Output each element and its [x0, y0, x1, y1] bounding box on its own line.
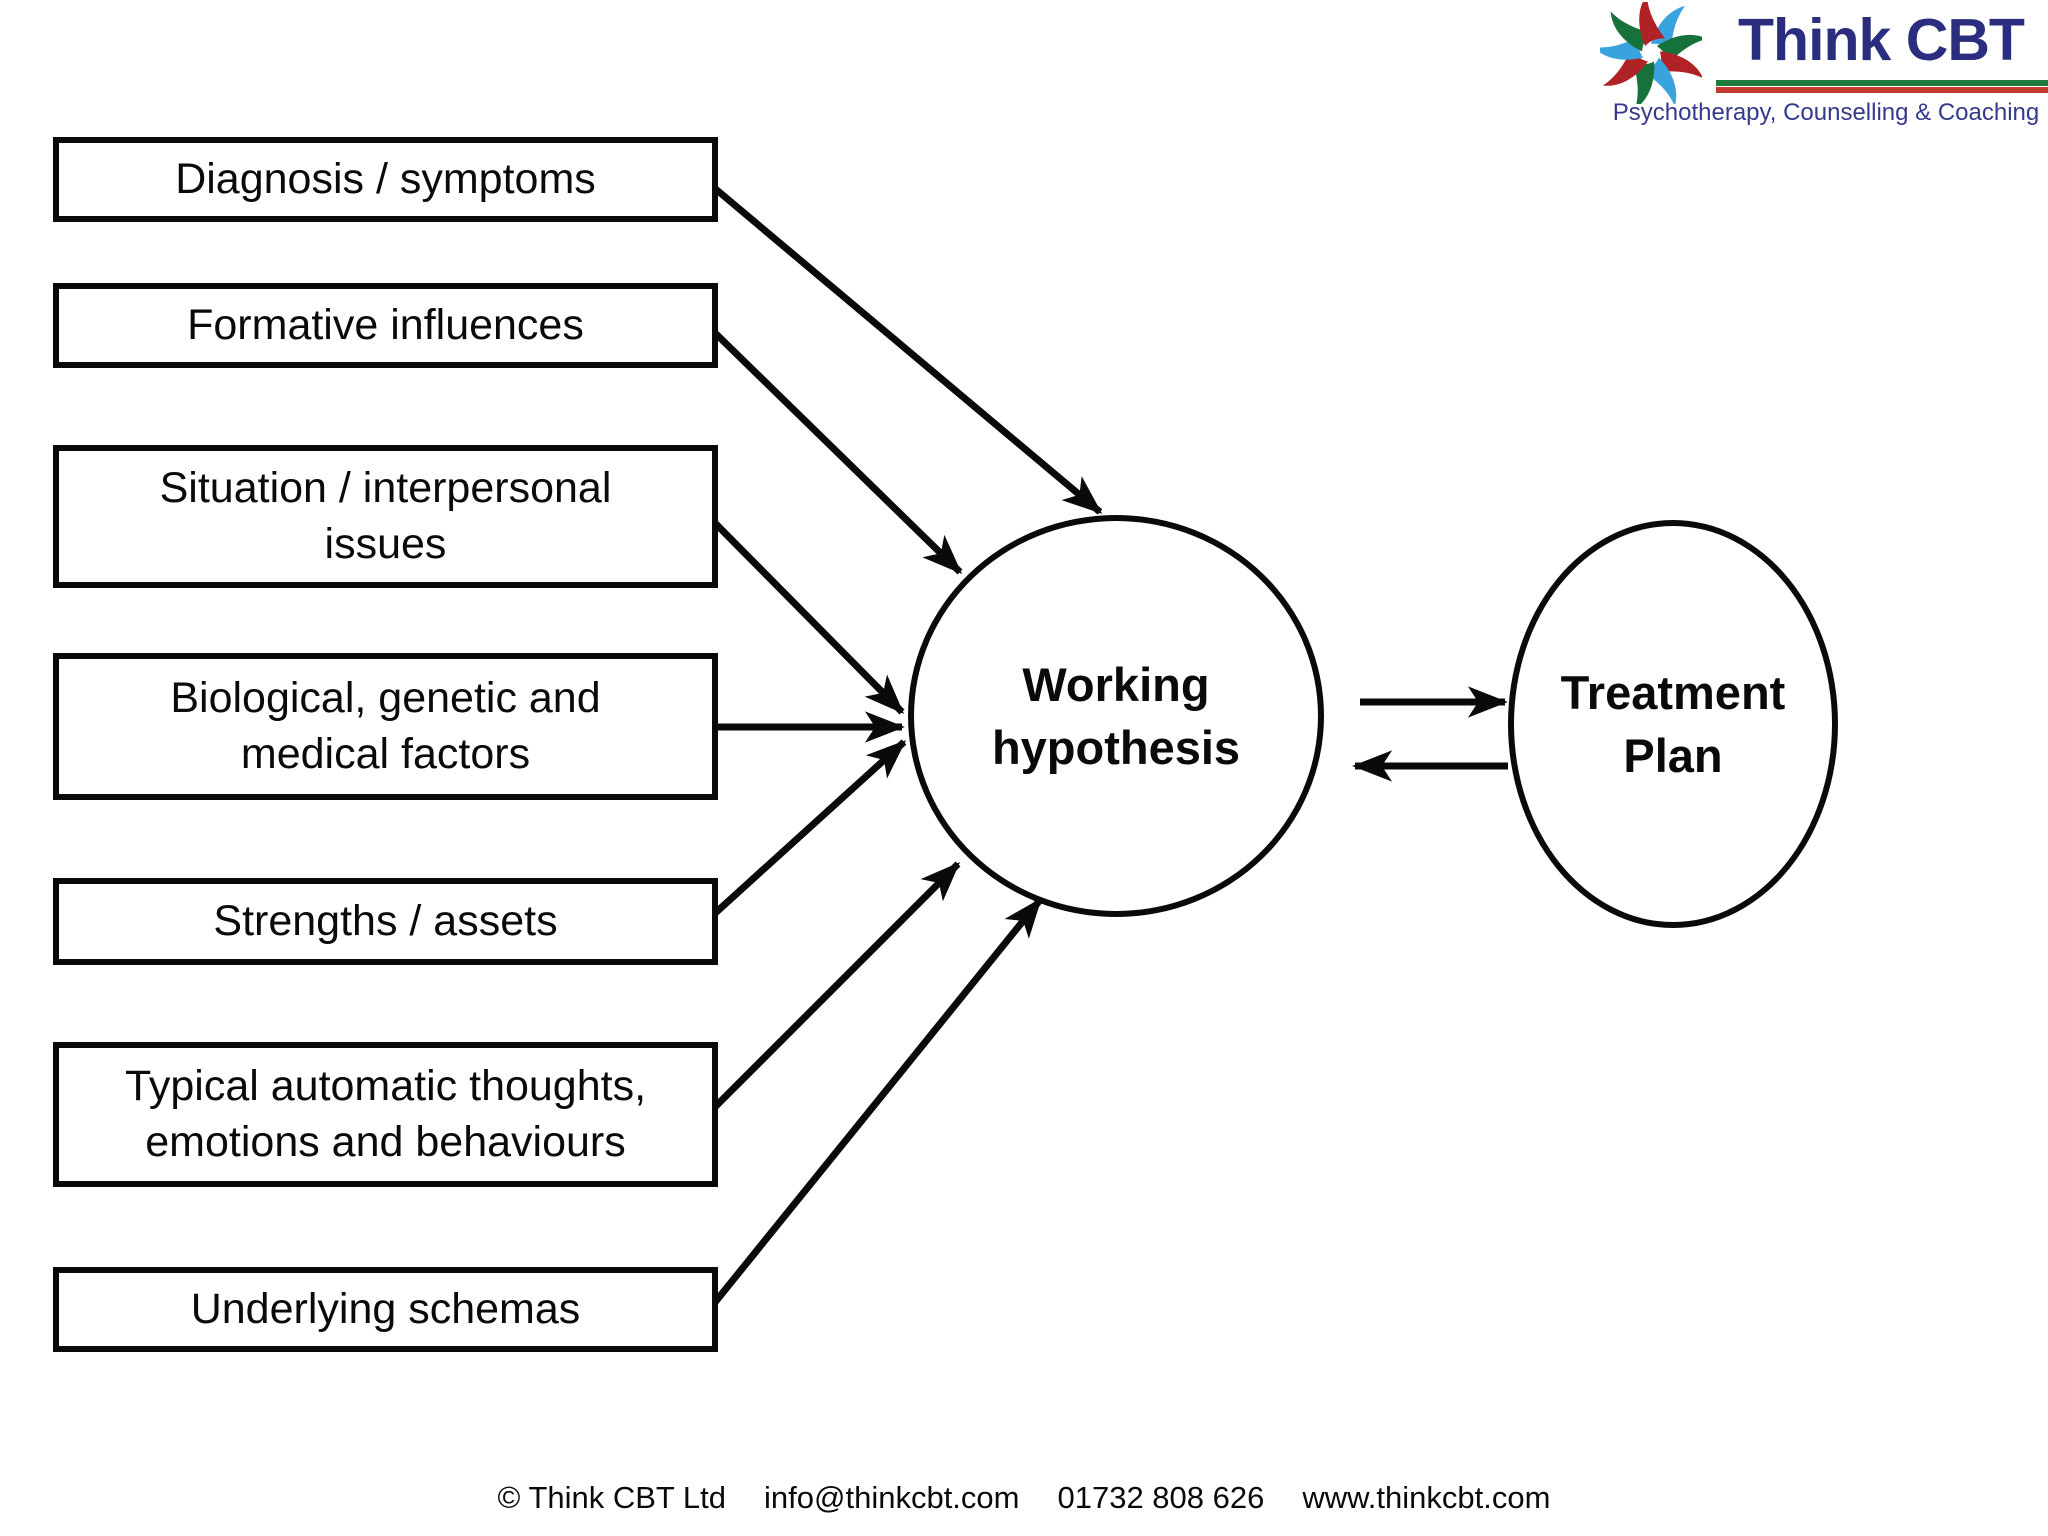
brand-underline-red: [1716, 87, 2048, 93]
footer: © Think CBT Ltd info@thinkcbt.com 01732 …: [0, 1480, 2048, 1516]
box-automatic-thoughts-label: Typical automatic thoughts, emotions and…: [124, 1062, 647, 1166]
brand-underline-green: [1716, 80, 2048, 86]
brand-tagline: Psychotherapy, Counselling & Coaching: [1612, 99, 2040, 126]
box-automatic-thoughts: Typical automatic thoughts, emotions and…: [53, 1042, 718, 1187]
thinkcbt-swirl-logo-icon: [1600, 2, 1702, 104]
box-underlying-schemas: Underlying schemas: [53, 1267, 718, 1352]
node-working-hypothesis: Working hypothesis: [908, 515, 1324, 917]
thinkcbt-brand-wordmark: Think CBT: [1738, 7, 2025, 73]
arrow-strengths-to-hypothesis: [709, 739, 907, 919]
box-strengths-assets: Strengths / assets: [53, 878, 718, 965]
node-working-hypothesis-label: Working hypothesis: [991, 657, 1241, 774]
box-formative-influences-label: Formative influences: [187, 300, 584, 349]
arrow-diagnosis-to-hypothesis: [709, 183, 1103, 515]
box-biological-genetic-medical: Biological, genetic and medical factors: [53, 653, 718, 800]
footer-phone: 01732 808 626: [1057, 1480, 1265, 1515]
arrow-situation-to-hypothesis: [709, 517, 905, 715]
box-strengths-assets-label: Strengths / assets: [213, 896, 558, 945]
box-situation-interpersonal: Situation / interpersonal issues: [53, 445, 718, 588]
footer-copyright: © Think CBT Ltd: [497, 1480, 727, 1515]
node-treatment-plan-label: Treatment Plan: [1560, 665, 1786, 782]
arrow-thoughts-to-hypothesis: [709, 861, 961, 1113]
box-situation-interpersonal-label: Situation / interpersonal issues: [159, 464, 612, 568]
box-biological-genetic-medical-label: Biological, genetic and medical factors: [170, 674, 601, 778]
footer-website: www.thinkcbt.com: [1302, 1480, 1551, 1515]
box-diagnosis-symptoms-label: Diagnosis / symptoms: [175, 154, 596, 203]
box-diagnosis-symptoms: Diagnosis / symptoms: [53, 137, 718, 222]
arrow-formative-to-hypothesis: [709, 327, 963, 575]
box-formative-influences: Formative influences: [53, 283, 718, 368]
arrow-schemas-to-hypothesis: [709, 897, 1043, 1309]
footer-email: info@thinkcbt.com: [764, 1480, 1020, 1515]
node-treatment-plan: Treatment Plan: [1508, 520, 1838, 928]
box-underlying-schemas-label: Underlying schemas: [190, 1284, 581, 1333]
